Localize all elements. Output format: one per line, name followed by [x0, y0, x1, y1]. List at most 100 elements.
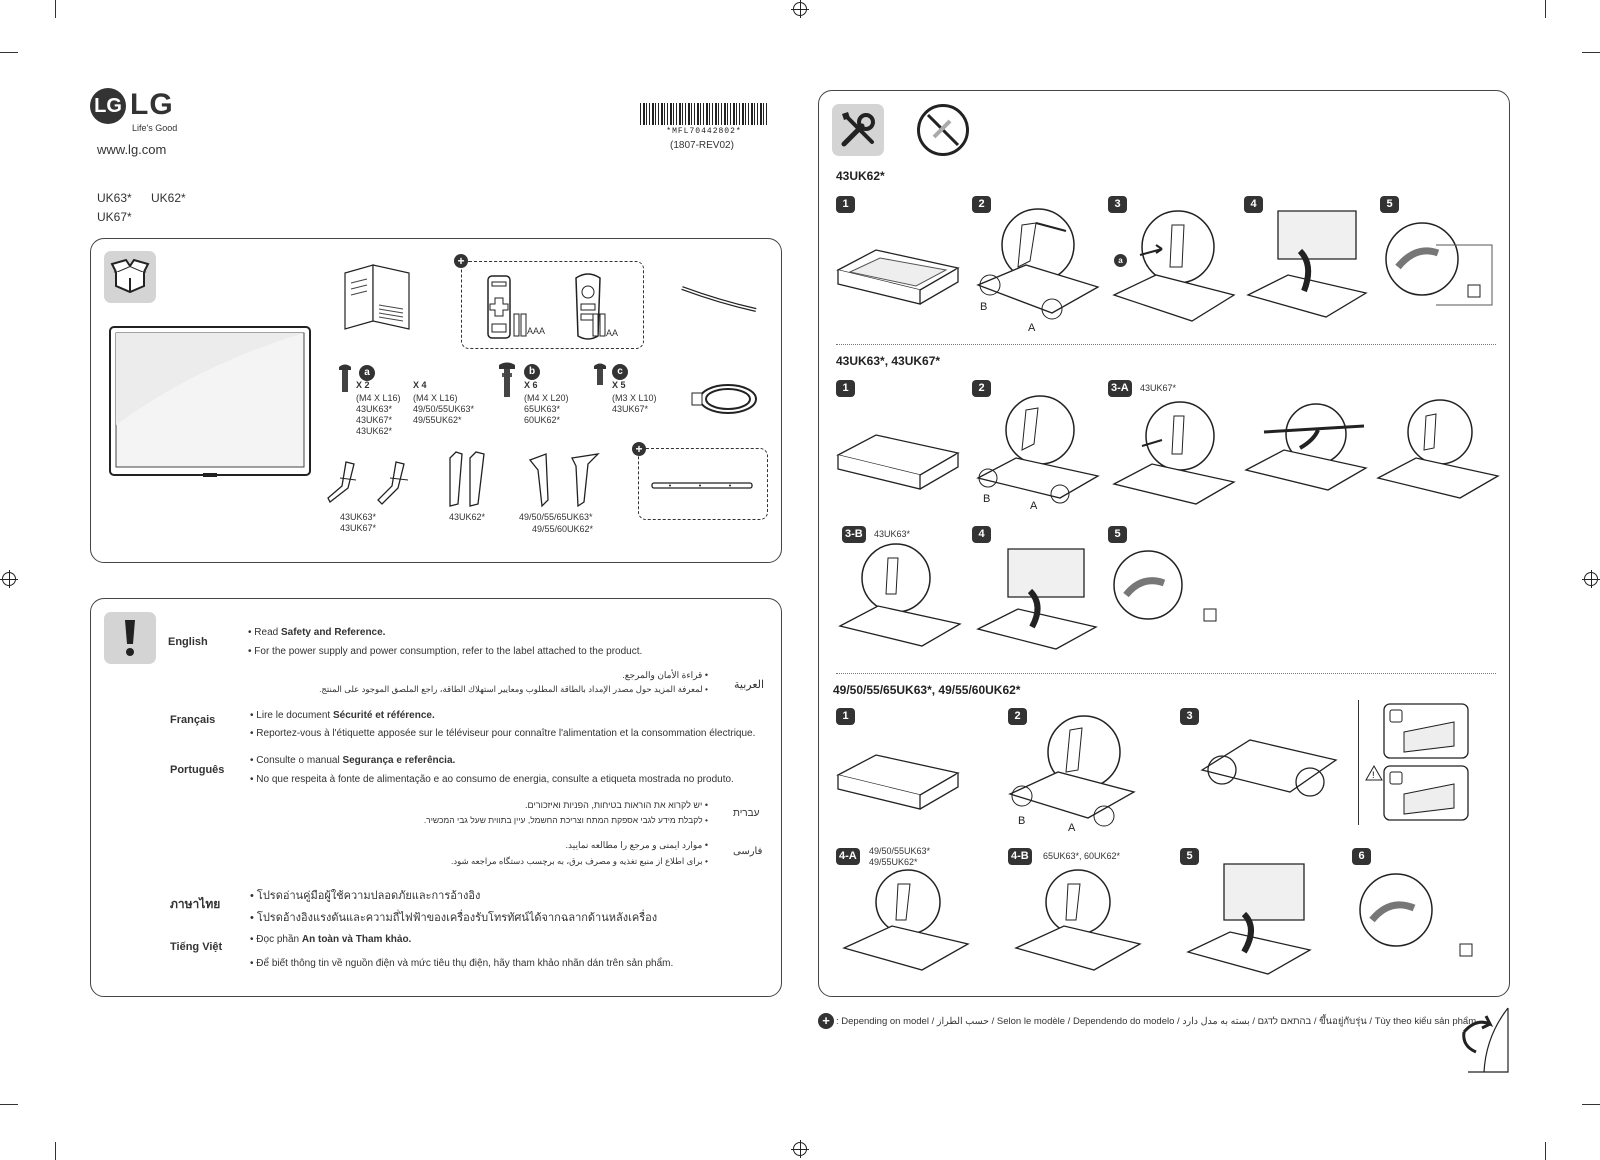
label-a: A — [1030, 500, 1038, 512]
label-b: B — [980, 301, 988, 313]
screw-count: X 6 — [524, 380, 538, 390]
lang-persian: فارسی — [733, 846, 763, 857]
stand-49uk63-icon — [528, 453, 600, 508]
notice-line: • לקבלת מידע לגבי אספקת המתח וצריכת החשמ… — [423, 815, 708, 825]
revision: (1807-REV02) — [670, 140, 734, 151]
screw-insert-illustration — [1014, 869, 1142, 971]
stand-check-illustration — [1200, 739, 1338, 797]
cable-manage-illustration — [1359, 873, 1473, 957]
registration-mark — [0, 570, 18, 588]
step-badge: 4-B — [1008, 848, 1032, 865]
step-badge: 2 — [1008, 708, 1027, 725]
page-turn-icon — [1462, 1007, 1509, 1073]
crop-mark — [0, 1104, 18, 1105]
model-number: UK63* — [97, 191, 132, 205]
screw-a — [338, 363, 352, 398]
lg-logo: LG — [90, 88, 126, 124]
notice-line: • قراءة الأمان والمرجع. — [622, 670, 708, 680]
screw-model: 49/55UK62* — [413, 415, 462, 425]
notice-line: • Reportez-vous à l'étiquette apposée su… — [250, 728, 756, 739]
section-title: 49/50/55/65UK63*, 49/55/60UK62* — [833, 683, 1021, 697]
tv-facedown-illustration — [836, 754, 960, 810]
step-model: 49/50/55UK63* — [869, 846, 931, 856]
screw-model: 43UK67* — [356, 415, 393, 425]
stand-attach-illustration — [1008, 715, 1136, 827]
notice-line: • Read Safety and Reference. — [248, 627, 386, 638]
badge-b: b — [524, 361, 540, 380]
model-number: UK62* — [151, 191, 186, 205]
screw-model: 65UK63* — [524, 404, 561, 414]
label-a: A — [1028, 322, 1036, 334]
screw-insert-illustration — [1112, 401, 1236, 505]
step-model: 43UK67* — [1140, 383, 1177, 393]
crop-mark — [1582, 52, 1600, 53]
screw-model: 49/50/55UK63* — [413, 404, 475, 414]
optional-bar-box — [638, 448, 768, 520]
cable-manage-illustration — [1113, 550, 1217, 622]
no-tools-icon — [917, 104, 969, 156]
step-badge: 4-A — [836, 848, 860, 865]
power-cord-icon — [691, 384, 757, 414]
notice-line: • โปรดอ้างอิงแรงดันและความถี่ไฟฟ้าของเคร… — [250, 912, 658, 924]
manual-illustration — [344, 264, 410, 330]
stand-attach-illustration — [976, 395, 1100, 504]
warning-exclamation-icon — [104, 612, 156, 664]
tagline: Life's Good — [132, 123, 178, 133]
notice-panel — [90, 598, 782, 997]
badge-a: a — [1114, 250, 1127, 268]
lang-hebrew: עברית — [733, 808, 760, 819]
screw-model: 43UK62* — [356, 426, 393, 436]
tv-lift-illustration — [1246, 210, 1368, 318]
crop-mark — [1545, 1142, 1546, 1160]
notice-line: • For the power supply and power consump… — [248, 646, 643, 657]
badge-c: c — [612, 361, 628, 380]
section-title: 43UK62* — [836, 169, 885, 183]
step-badge: 5 — [1380, 196, 1399, 213]
notice-line: • برای اطلاع از منبع تغذیه و مصرف برق، ب… — [450, 856, 708, 866]
battery-icon — [592, 313, 606, 337]
step-badge: 5 — [1108, 526, 1127, 543]
registration-mark — [791, 1140, 809, 1158]
screw-spec: (M4 X L16) — [356, 393, 401, 403]
label-a: A — [1068, 822, 1076, 834]
tv-lift-illustration — [976, 548, 1098, 650]
screw-insert-illustration — [842, 869, 970, 971]
stand-model: 49/55/60UK62* — [532, 524, 594, 534]
notice-line: • Để biết thông tin về nguồn điện và mức… — [250, 958, 674, 969]
screw-count: X 4 — [413, 380, 427, 390]
stand-attach-illustration — [976, 208, 1100, 320]
barcode-text: *MFL70442802* — [666, 127, 742, 136]
stand-model: 49/50/55/65UK63* — [519, 512, 593, 522]
bar-screw-illustration — [1376, 399, 1500, 499]
step-badge: 1 — [836, 196, 855, 213]
tv-illustration — [109, 326, 311, 477]
step-badge: 3 — [1108, 196, 1127, 213]
registration-mark — [791, 0, 809, 18]
notice-line: • لمعرفة المزيد حول مصدر الإمداد بالطاقة… — [319, 684, 708, 694]
step-badge: 3-A — [1108, 380, 1132, 397]
step-badge: 5 — [1180, 848, 1199, 865]
notice-line: • موارد ایمنی و مرجع را مطالعه نمایید. — [565, 840, 709, 850]
step-model: 65UK63*, 60UK62* — [1043, 851, 1121, 861]
lang-arabic: العربية — [734, 679, 765, 691]
step-badge: 2 — [972, 196, 991, 213]
stand-model: 43UK62* — [449, 512, 486, 522]
cable-manage-illustration — [1385, 222, 1493, 306]
tv-facedown-illustration — [836, 434, 960, 490]
screw-model: 43UK63* — [356, 404, 393, 414]
crop-mark — [1545, 0, 1546, 18]
brand-name: LG — [130, 88, 174, 121]
lock-check-illustration — [1383, 703, 1469, 759]
crop-mark — [1582, 1104, 1600, 1105]
screw-spec: (M3 X L10) — [612, 393, 657, 403]
assembly-panel — [818, 90, 1510, 997]
barcode — [640, 103, 768, 125]
screw-insert-illustration — [838, 543, 962, 647]
step-badge: 3-B — [842, 526, 866, 543]
battery-label: AAA — [527, 326, 546, 336]
step-model: 49/55UK62* — [869, 857, 918, 867]
screw-model: 43UK67* — [612, 404, 649, 414]
step-badge: 2 — [972, 380, 991, 397]
screw-spec: (M4 X L16) — [413, 393, 458, 403]
footer-note: : Depending on model / حسب الطراز / Selo… — [836, 1016, 1477, 1027]
